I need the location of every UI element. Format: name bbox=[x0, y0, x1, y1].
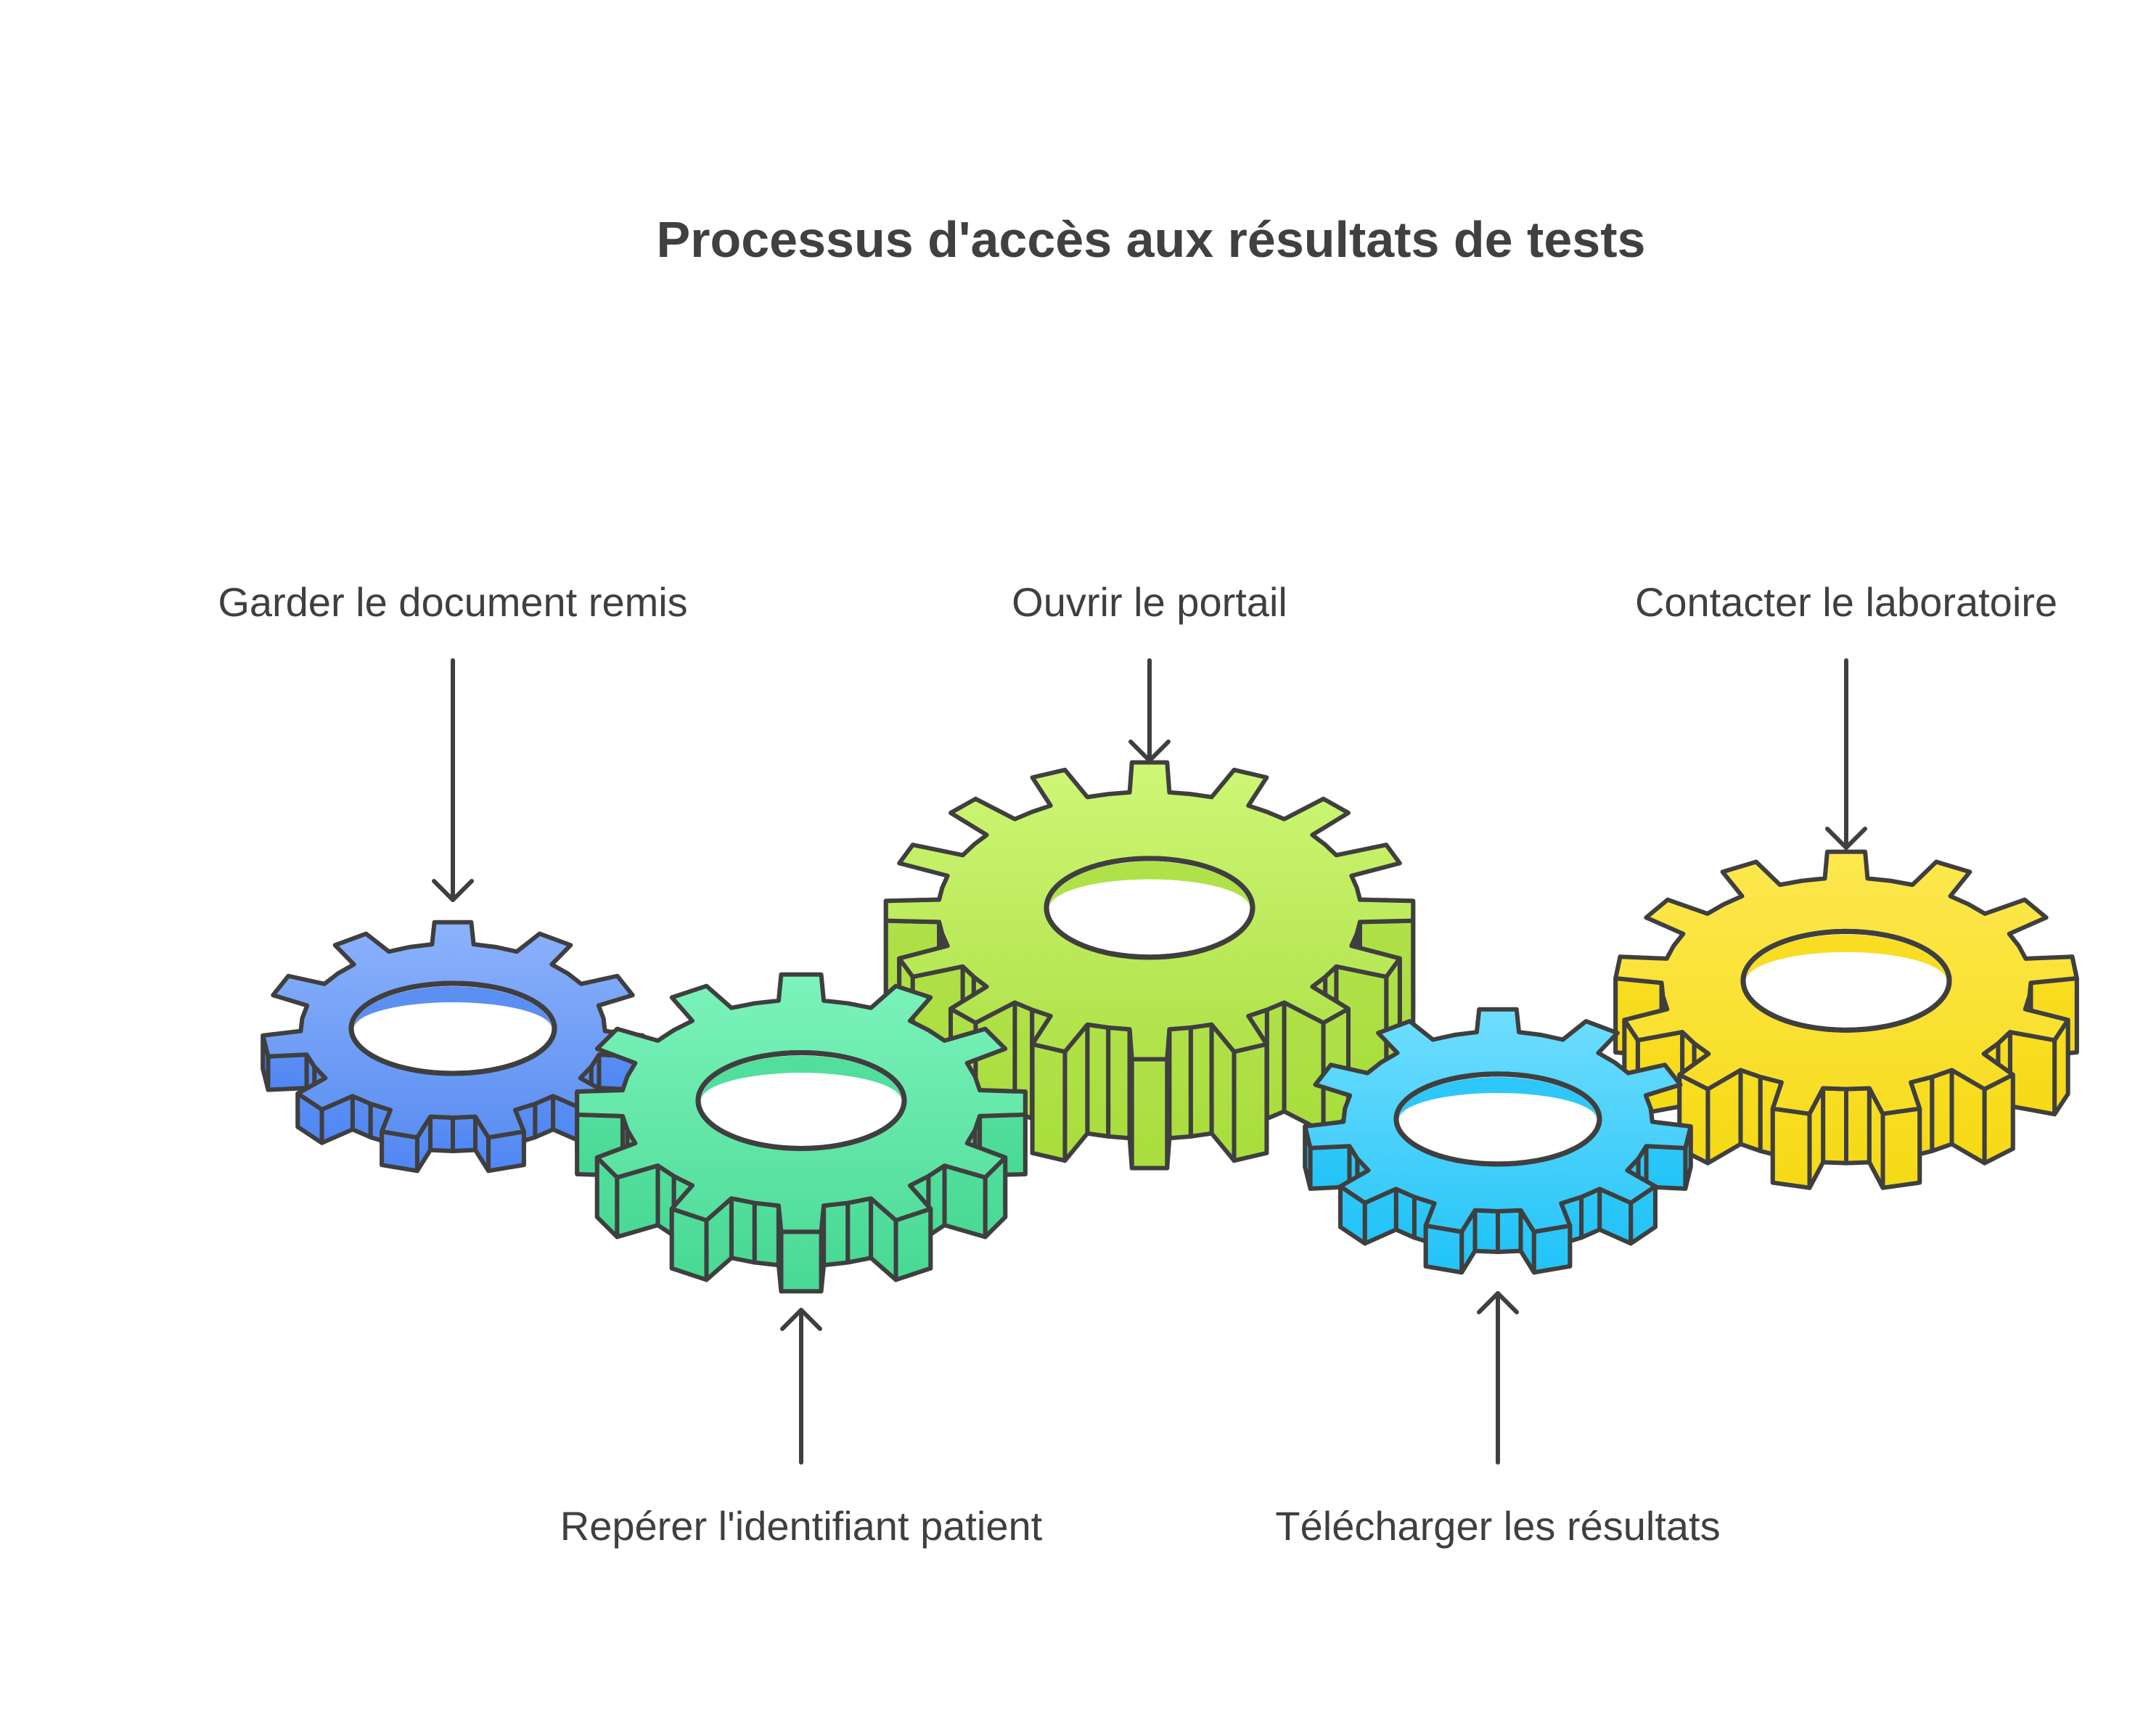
gear-2-hole-rim bbox=[695, 1049, 907, 1151]
gear-3-hole-shade bbox=[1049, 861, 1250, 908]
gear-1-hole-shade bbox=[354, 986, 552, 1028]
gear-5-hole-shade bbox=[1746, 934, 1946, 981]
step-arrow-4 bbox=[1477, 1291, 1519, 1465]
step-arrow-5 bbox=[1825, 658, 1867, 850]
step-arrow-2 bbox=[780, 1308, 822, 1465]
gear-3 bbox=[883, 760, 1416, 1171]
diagram-title: Processus d'accès aux résultats de tests bbox=[656, 211, 1646, 268]
step-label-1: Garder le document remis bbox=[218, 579, 688, 625]
step-arrow-3 bbox=[1128, 658, 1171, 763]
gear-3-hole-rim bbox=[1044, 856, 1255, 960]
gear-5-hole-rim bbox=[1740, 928, 1952, 1033]
gear-4-hole-rim bbox=[1393, 1071, 1602, 1167]
gear-1-hole-rim bbox=[348, 980, 557, 1076]
gear-5 bbox=[1613, 849, 2079, 1190]
step-label-2: Repérer l'identifiant patient bbox=[560, 1503, 1043, 1549]
step-arrow-1 bbox=[432, 658, 474, 902]
gear-4 bbox=[1303, 1007, 1693, 1275]
gear-2 bbox=[575, 972, 1028, 1294]
gear-4-hole-shade bbox=[1399, 1076, 1597, 1119]
step-label-5: Contacter le laboratoire bbox=[1634, 579, 2058, 625]
step-label-4: Télécharger les résultats bbox=[1275, 1503, 1721, 1549]
gear-2-hole-shade bbox=[701, 1055, 901, 1101]
step-label-3: Ouvrir le portail bbox=[1012, 579, 1287, 625]
